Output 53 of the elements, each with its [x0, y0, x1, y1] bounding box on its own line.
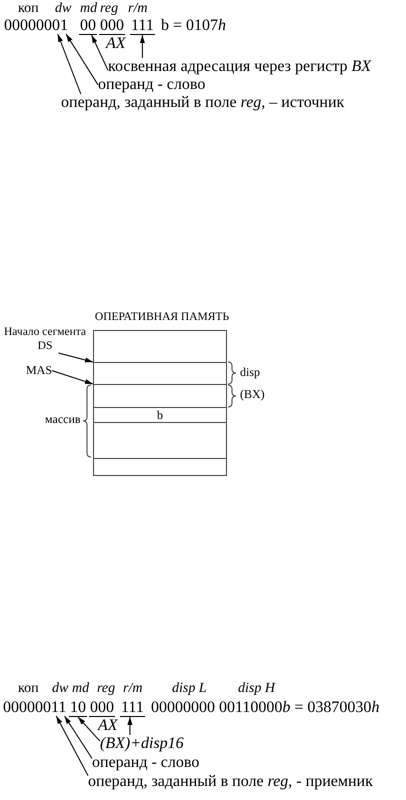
arrow	[56, 716, 88, 776]
arrow	[58, 352, 94, 362]
field-name: коп	[18, 681, 39, 696]
arrow	[127, 716, 132, 736]
field-name: dw	[52, 681, 68, 696]
field-name: reg	[97, 681, 116, 696]
annotation-text: (BX)+disp16	[100, 735, 184, 753]
bit-field: 00	[79, 18, 97, 35]
annotation-text: операнд, заданный в поле reg, - приемник	[88, 773, 373, 791]
memory-title: ОПЕРАТИВНАЯ ПАМЯТЬ	[94, 311, 230, 324]
bit-field: 111	[120, 700, 145, 717]
register-name: AX	[98, 718, 118, 734]
field-name: disp L	[172, 681, 207, 696]
pointer-label: MAS	[26, 364, 52, 378]
brace-label: массив	[45, 413, 81, 426]
memory-cell	[93, 422, 227, 459]
brace-label: (BX)	[240, 388, 265, 402]
memory-cell	[93, 330, 227, 363]
field-name: md	[72, 681, 90, 696]
arrow	[57, 34, 82, 94]
field-name: disp H	[238, 681, 275, 696]
code-value: b = 0107h	[161, 18, 226, 34]
field-name: reg	[100, 1, 118, 16]
field-name: r/m	[128, 1, 148, 16]
bit-field: 111	[130, 18, 155, 35]
arrow	[91, 34, 108, 71]
field-name: dw	[55, 1, 72, 16]
bit-field: 000	[89, 700, 115, 717]
brace-label: disp	[240, 366, 260, 380]
field-name: коп	[18, 1, 39, 16]
annotation-text: операнд - слово	[92, 754, 200, 772]
annotation-text: операнд - слово	[98, 76, 206, 94]
bit-field: 00000001	[4, 18, 68, 34]
arrow	[140, 34, 145, 58]
annotation-text: косвенная адресация через регистр BX	[108, 58, 372, 76]
code-value: 00110000b = 03870030h	[219, 700, 380, 716]
bit-field: 00000011	[3, 700, 66, 716]
arrow	[66, 34, 98, 86]
arrow	[78, 716, 100, 742]
bit-field: 000	[99, 18, 125, 35]
memory-cell: b	[93, 407, 227, 423]
field-name: r/m	[123, 681, 142, 696]
memory-cell	[93, 362, 227, 385]
memory-cell	[93, 458, 227, 476]
annotation-text: операнд, заданный в поле reg, – источник	[61, 94, 344, 112]
register-name: AX	[106, 36, 126, 52]
field-name: md	[80, 1, 98, 16]
arrow	[52, 370, 94, 384]
pointer-label: Начало сегмента DS	[0, 325, 90, 353]
bit-field: 10	[69, 700, 87, 717]
code-value: 00000000	[151, 700, 215, 716]
arrow	[64, 716, 92, 759]
memory-cell	[93, 384, 227, 408]
